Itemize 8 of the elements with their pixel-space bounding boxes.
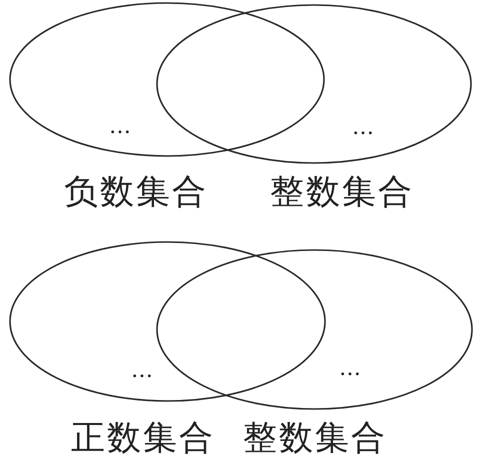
ellipsis-text: … bbox=[131, 360, 153, 382]
ellipsis-text: … bbox=[352, 117, 374, 139]
set-caption: 整数集合 bbox=[270, 174, 414, 212]
set-caption: 整数集合 bbox=[243, 420, 387, 458]
set-caption: 正数集合 bbox=[71, 420, 215, 458]
set-caption: 负数集合 bbox=[64, 174, 208, 212]
ellipsis-text: … bbox=[109, 116, 131, 138]
ellipsis-text: … bbox=[339, 358, 361, 380]
